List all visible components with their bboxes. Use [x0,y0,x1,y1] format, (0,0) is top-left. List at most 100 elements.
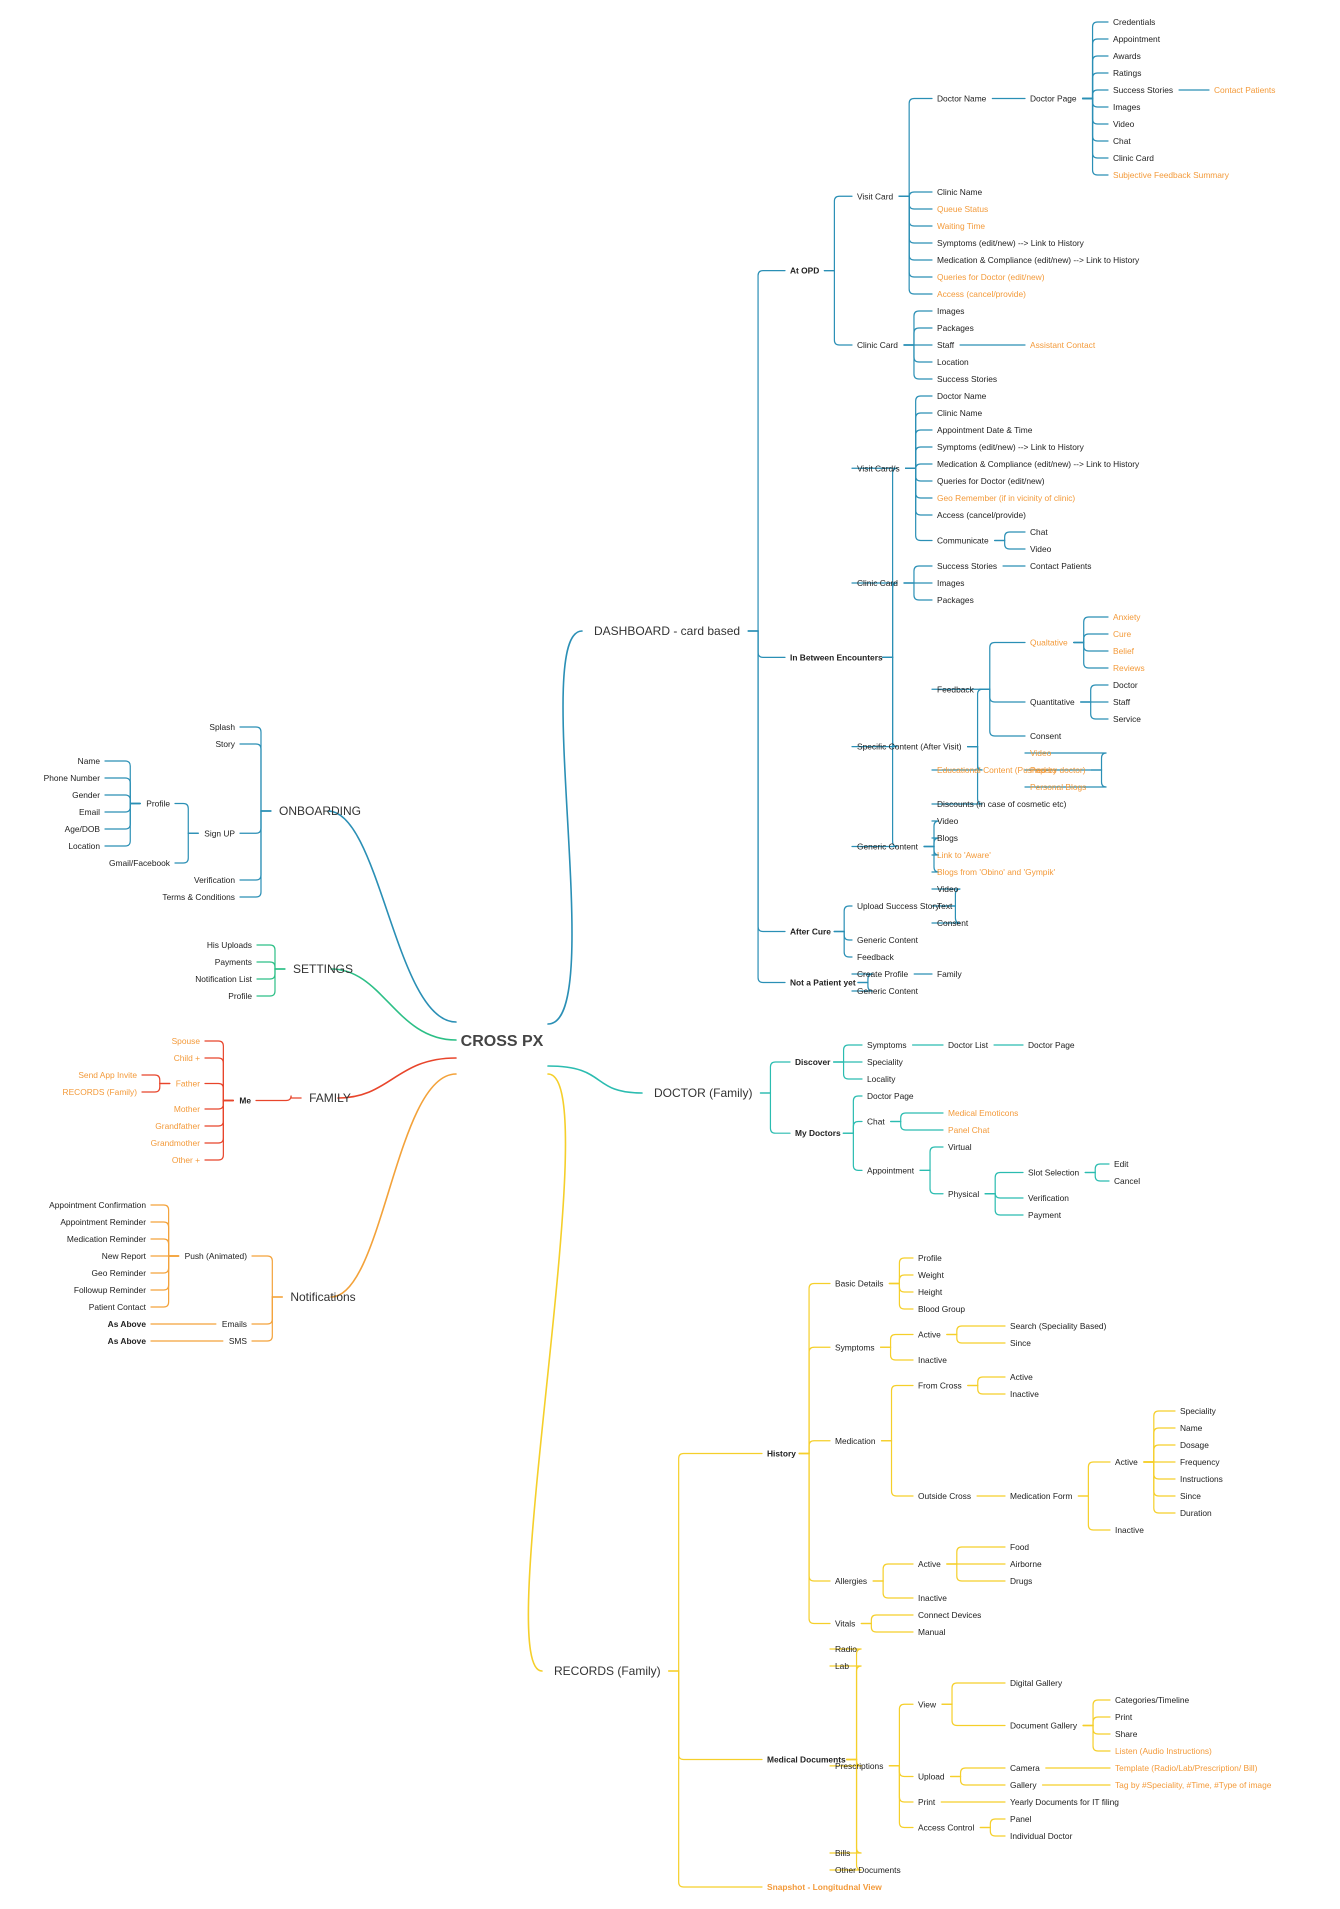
node-appointment-reminder: Appointment Reminder [60,1217,146,1227]
node-blogs: Blogs [937,833,958,843]
node-camera: Camera [1010,1763,1040,1773]
node-personal-blogs: Personal Blogs [1030,782,1086,792]
node-assistant-contact: Assistant Contact [1030,340,1096,350]
connector-chat [994,531,1026,542]
node-grandmother: Grandmother [151,1138,201,1148]
connector-symptoms [798,1346,831,1455]
connector-manual [860,1622,914,1633]
node-symptoms-edit-new-link-to-history: Symptoms (edit/new) --> Link to History [937,238,1085,248]
node-reviews: Reviews [1113,663,1145,673]
connector-virtual [919,1146,944,1171]
node-email: Email [79,807,100,817]
node-height: Height [918,1287,943,1297]
node-speciality: Speciality [1180,1406,1217,1416]
node-active: Active [1115,1457,1138,1467]
connector-listen-audio-instructions [1082,1724,1111,1752]
connector-qualtative [979,641,1026,690]
connector-symptoms-edit-new-link-to-history [898,195,933,244]
node-upload-success-story: Upload Success Story [857,901,940,911]
connector-grandfather [204,1099,234,1127]
connector-push-animated [251,1255,283,1298]
connector-document-gallery [941,1703,1006,1727]
center-node-label: CROSS PX [461,1033,544,1050]
node-splash: Splash [209,722,235,732]
connector-access-cancel-provide [898,195,933,295]
connector-doctor-name [898,97,933,197]
node-clinic-card: Clinic Card [857,340,898,350]
connector-records-family [141,1082,171,1093]
node-visit-card: Visit Card [857,191,893,201]
connector-panel-chat [890,1120,944,1131]
connector-inactive [872,1580,914,1599]
node-manual: Manual [918,1627,946,1637]
connector-personal-blogs [1024,769,1107,788]
node-notification-list: Notification List [195,974,252,984]
connector-cure [1073,633,1109,644]
connector-geo-remember-if-in-vicinity-of-clinic [905,467,933,499]
node-geo-remember-if-in-vicinity-of-clinic: Geo Remember (if in vicinity of clinic) [937,493,1075,503]
node-medical-emoticons: Medical Emoticons [948,1108,1018,1118]
node-medication-reminder: Medication Reminder [67,1234,146,1244]
node-staff: Staff [1113,697,1131,707]
node-geo-reminder: Geo Reminder [92,1268,147,1278]
node-name: Name [1180,1423,1203,1433]
connector-quantitative [979,688,1026,703]
connector-father [204,1082,234,1102]
connector-child [204,1057,234,1102]
node-inactive: Inactive [918,1355,947,1365]
node-upload: Upload [918,1772,945,1782]
node-belief: Belief [1113,646,1135,656]
node-radio: Radio [835,1644,857,1654]
node-chat: Chat [867,1117,885,1127]
node-payment: Payment [1028,1210,1062,1220]
connector-print [1082,1716,1111,1727]
node-template-radio-lab-prescription-bill: Template (Radio/Lab/Prescription/ Bill) [1115,1763,1258,1773]
node-drugs: Drugs [1010,1576,1032,1586]
connector-grandmother [204,1099,234,1144]
connector-vitals [798,1452,831,1625]
node-other: Other + [172,1155,200,1165]
connector-consent [931,905,961,924]
connector-from-cross [880,1384,914,1442]
connector-basic-details [798,1282,831,1455]
node-doctor-page: Doctor Page [1028,1040,1075,1050]
connector-duration [1143,1461,1176,1514]
node-appointment-date-time: Appointment Date & Time [937,425,1033,435]
connector-sign-up [239,810,272,834]
node-father: Father [176,1079,200,1089]
node-weight: Weight [918,1270,945,1280]
node-images: Images [937,578,964,588]
connector-waiting-time [898,195,933,227]
connector-geo-reminder [150,1255,180,1274]
connector-access-control [888,1765,914,1829]
node-communicate: Communicate [937,536,989,546]
node-view: View [918,1699,937,1709]
branch-settings: SETTINGS [293,962,353,976]
node-my-doctors: My Doctors [795,1128,841,1138]
node-gender: Gender [72,790,100,800]
connector-packages [903,327,933,346]
node-gallery: Gallery [1010,1780,1037,1790]
node-consent: Consent [937,918,969,928]
branch-family: FAMILY [309,1091,351,1105]
node-medical-documents: Medical Documents [767,1755,846,1765]
node-inactive: Inactive [1010,1389,1039,1399]
node-slot-selection: Slot Selection [1028,1168,1080,1178]
node-family: Family [937,969,962,979]
connector-patient-contact [150,1255,180,1308]
connector-not-a-patient-yet [747,630,786,984]
node-airborne: Airborne [1010,1559,1042,1569]
connector-clinic-name [905,412,933,469]
connector-outside-cross [880,1440,914,1497]
connector-video [1081,97,1109,125]
node-doctor-page: Doctor Page [1030,94,1077,104]
node-symptoms: Symptoms [867,1040,907,1050]
connector-story [239,743,272,812]
node-doctor-name: Doctor Name [937,391,987,401]
connector-success-stories [903,565,933,584]
connector-blogs-from-obino-and-gympik [923,845,940,873]
connector-lines [104,21,1210,1888]
node-active: Active [918,1559,941,1569]
node-connect-devices: Connect Devices [918,1610,981,1620]
node-speciality: Speciality [867,1057,904,1067]
